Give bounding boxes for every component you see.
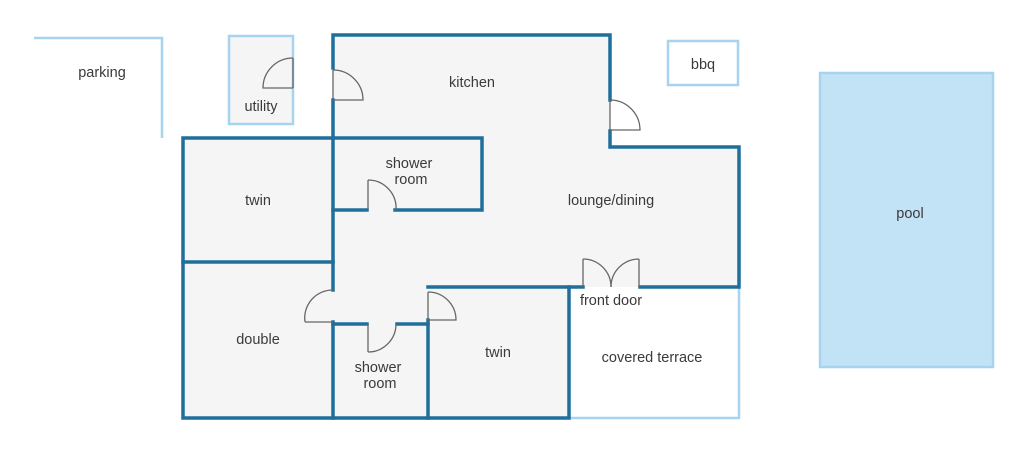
front-door-icon [582,258,640,288]
room-labels: parking utility kitchen bbq shower room … [78,57,923,392]
utility-door-icon [262,57,294,89]
covered-terrace-outline [569,287,741,420]
pool-shape [818,71,995,369]
front-door-label: front door [580,293,642,309]
shower-room-bottom-line-2: room [363,376,396,392]
walls [181,33,741,420]
pool-label: pool [896,206,923,222]
shower-top-walls [331,136,484,212]
shower-bottom-door-icon [367,323,397,353]
twin-bottom-door-icon [427,291,457,321]
parking-label: parking [78,65,126,81]
house-outline-east [608,129,741,289]
floor-areas [183,35,739,418]
kitchen-label: kitchen [449,75,495,91]
covered-terrace-label: covered terrace [602,350,703,366]
double-label: double [236,332,280,348]
lounge-dining-label: lounge/dining [568,193,654,209]
shower-room-top-label: shower room [386,156,437,188]
house-outline-south [181,136,571,420]
twin-bottom-floor [428,287,569,418]
house-outline [331,33,612,102]
shower-room-top-line-1: shower [386,156,433,172]
utility-label: utility [244,99,278,115]
shower-room-bottom-label: shower room [355,360,406,392]
left-wing-floor [183,138,429,418]
shower-top-door-icon [367,179,397,211]
bbq-label: bbq [691,57,715,73]
twin-left-label: twin [245,193,271,209]
double-door-icon [304,289,334,323]
twin-bottom-label: twin [485,345,511,361]
main-floor-right [609,147,739,287]
kitchen-west-door-icon [332,69,364,101]
shower-room-top-line-2: room [394,172,427,188]
shower-room-bottom-line-1: shower [355,360,402,376]
utility-floor [229,36,293,124]
bbq-outline [666,39,740,87]
parking-outline [34,36,164,138]
doors [262,57,641,353]
kitchen-east-door-icon [609,99,641,131]
